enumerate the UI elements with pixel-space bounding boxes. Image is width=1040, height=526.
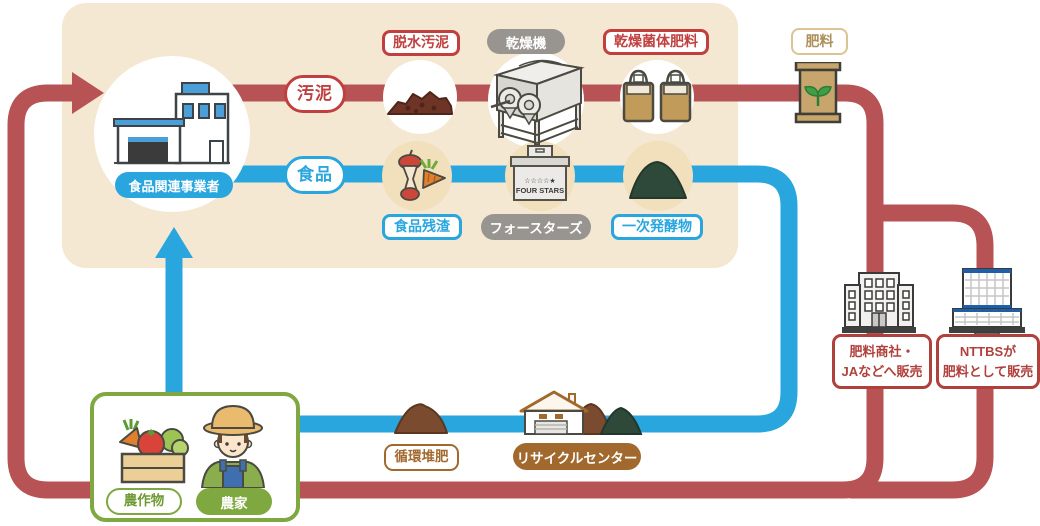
four-stars-machine-icon: ☆☆☆☆★ FOUR STARS — [510, 145, 570, 201]
recycle-center-label: リサイクルセンター — [513, 443, 641, 470]
four-stars-brand: FOUR STARS — [516, 186, 564, 195]
recycle-center-icon — [519, 390, 643, 435]
vegetable-crate-icon — [119, 419, 189, 484]
food-flow-line — [230, 165, 798, 433]
food-lane-pill: 食品 — [284, 156, 346, 194]
dewatered-sludge-text: 脱水汚泥 — [393, 34, 449, 51]
dryer-text: 乾燥機 — [505, 35, 547, 51]
fertilizer-trader-label: 肥料商社・ JAなどへ販売 — [832, 334, 932, 389]
crops-text: 農作物 — [123, 493, 165, 509]
food-lane-label: 食品 — [297, 165, 333, 185]
farmer-icon — [200, 404, 266, 488]
sludge-flow-line — [7, 84, 884, 499]
fertilizer-bag-icon — [794, 62, 842, 124]
factory-icon — [113, 82, 230, 165]
dried-fertilizer-label: 乾燥菌体肥料 — [603, 29, 709, 55]
recycle-center-text: リサイクルセンター — [516, 450, 638, 466]
nttbs-sale-label: NTTBSが 肥料として販売 — [936, 334, 1040, 389]
compost-mound-icon — [394, 403, 448, 434]
nttbs-sale-line2: 肥料として販売 — [942, 363, 1034, 379]
fertilizer-text: 肥料 — [805, 32, 834, 49]
dryer-label: 乾燥機 — [487, 29, 565, 54]
food-residue-text: 食品残渣 — [394, 218, 450, 235]
fermented-mound-icon — [629, 161, 687, 199]
sludge-pile-icon — [387, 91, 453, 115]
facility-label: 食品関連事業者 — [115, 172, 233, 198]
nttbs-sale-line1: NTTBSが — [959, 344, 1017, 359]
farm-return-arrowhead — [155, 227, 193, 258]
four-stars-stars: ☆☆☆☆★ — [524, 177, 555, 185]
fertilizer-label: 肥料 — [791, 28, 848, 55]
sludge-flow-arrowhead — [72, 72, 104, 114]
farmer-text: 農家 — [220, 495, 248, 511]
compost-text: 循環堆肥 — [394, 449, 449, 465]
fertilizer-trader-line2: JAなどへ販売 — [841, 363, 923, 379]
fermented-text: 一次発酵物 — [622, 218, 692, 235]
four-stars-label: フォースターズ — [481, 214, 591, 240]
compost-label: 循環堆肥 — [384, 444, 459, 471]
dewatered-sludge-label: 脱水汚泥 — [382, 30, 460, 56]
farm-panel: 農作物 農家 — [90, 392, 300, 522]
crops-label: 農作物 — [106, 488, 182, 515]
dried-fertilizer-text: 乾燥菌体肥料 — [614, 33, 698, 50]
nttbs-building-icon — [949, 268, 1025, 338]
food-scraps-icon — [398, 149, 446, 201]
office-building-icon — [842, 272, 916, 333]
dryer-machine-icon — [490, 59, 585, 146]
farmer-label: 農家 — [196, 488, 272, 515]
sludge-lane-label: 汚泥 — [297, 84, 333, 104]
fermented-label: 一次発酵物 — [611, 214, 703, 240]
food-residue-label: 食品残渣 — [382, 214, 462, 240]
facility-name: 食品関連事業者 — [128, 178, 220, 194]
fertilizer-bags-icon — [622, 69, 692, 123]
fertilizer-trader-line1: 肥料商社・ — [849, 344, 915, 359]
four-stars-text: フォースターズ — [489, 221, 583, 236]
sludge-lane-pill: 汚泥 — [284, 75, 346, 113]
